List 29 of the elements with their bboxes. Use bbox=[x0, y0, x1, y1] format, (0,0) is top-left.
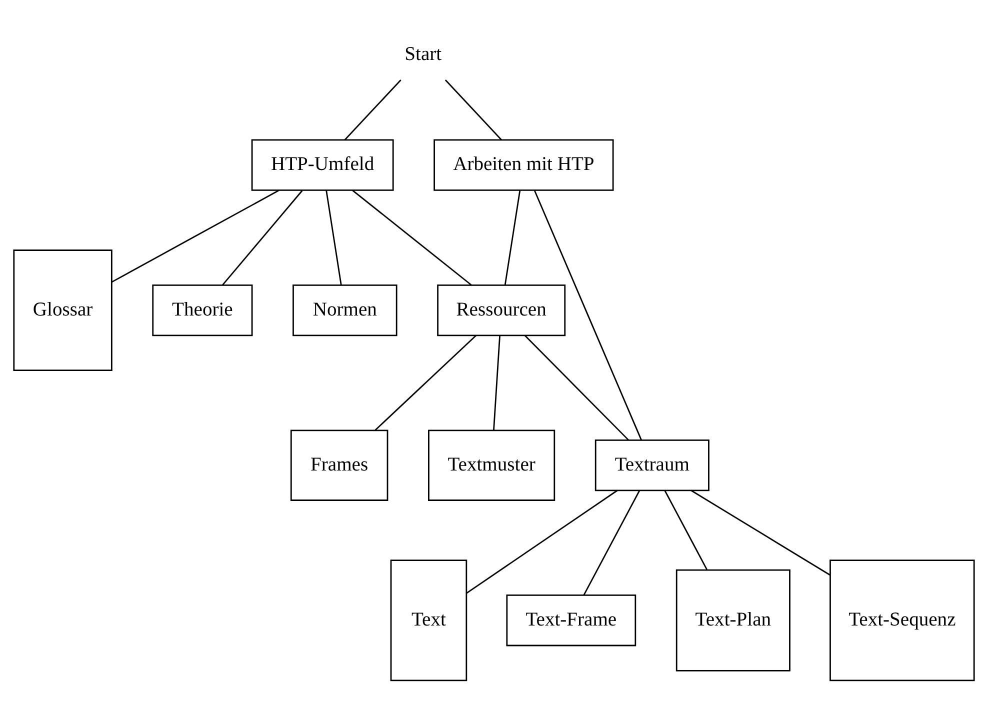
node-box: Frames bbox=[290, 430, 388, 501]
node-box: Normen bbox=[292, 284, 398, 336]
node-box: Theorie bbox=[152, 284, 253, 336]
node-text: Start bbox=[404, 44, 442, 65]
node-box: Text-Frame bbox=[506, 594, 636, 646]
connector bbox=[583, 490, 640, 596]
node-box: Textmuster bbox=[428, 430, 556, 501]
connector bbox=[493, 335, 500, 430]
connector bbox=[534, 190, 642, 440]
connector bbox=[466, 490, 618, 594]
connector bbox=[690, 490, 831, 576]
node-box: Arbeiten mit HTP bbox=[434, 139, 614, 191]
connector bbox=[326, 190, 342, 286]
connector bbox=[664, 490, 708, 570]
node-box: Ressourcen bbox=[437, 284, 566, 336]
node-box: Glossar bbox=[13, 250, 112, 372]
node-box: Text-Plan bbox=[676, 569, 790, 672]
connector bbox=[352, 190, 472, 286]
connector bbox=[524, 335, 629, 440]
connector bbox=[111, 190, 280, 283]
connector bbox=[444, 80, 502, 140]
node-box: HTP-Umfeld bbox=[251, 139, 394, 191]
node-box: Textraum bbox=[594, 440, 710, 492]
node-box: Text-Sequenz bbox=[830, 560, 975, 682]
node-box: Text bbox=[390, 560, 468, 682]
connector bbox=[504, 190, 521, 286]
connector bbox=[344, 80, 402, 140]
connector bbox=[222, 190, 303, 286]
connector bbox=[374, 334, 476, 431]
